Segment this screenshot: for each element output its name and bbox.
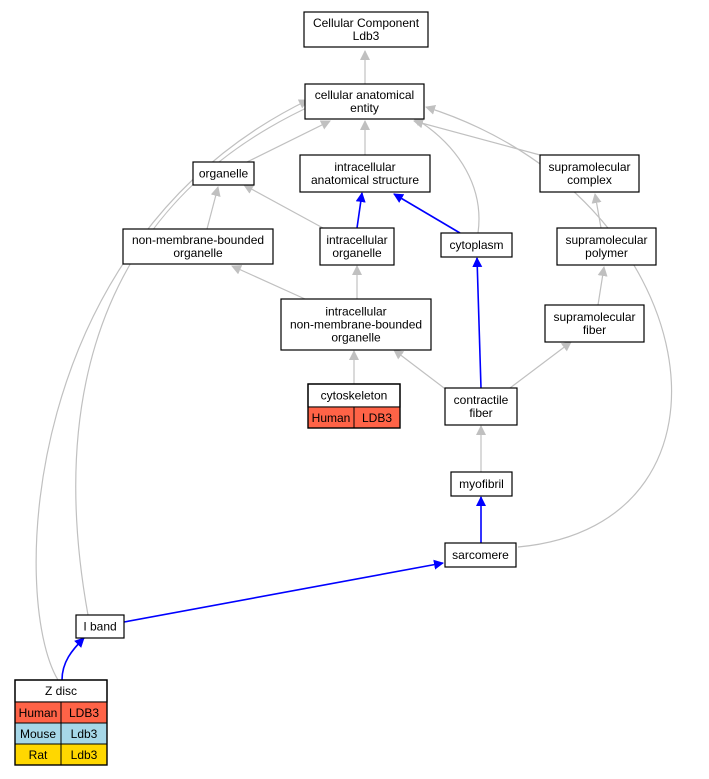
- node-label-intracellular-non-membrane-bounded-organelle-line-1: intracellular: [325, 305, 386, 319]
- node-label-intracellular-non-membrane-bounded-organelle-line-2: non-membrane-bounded: [290, 318, 422, 332]
- node-label-z-disc: Z disc: [45, 684, 77, 698]
- node-outline-cytoskeleton: [307, 383, 401, 429]
- node-label-supramolecular-fiber-line-2: fiber: [583, 323, 606, 337]
- node-label-intracellular-non-membrane-bounded-organelle-line-3: organelle: [331, 331, 381, 345]
- node-label-contractile-fiber-line-2: fiber: [469, 406, 492, 420]
- edge-intracellular-organelle-to-organelle: [243, 184, 324, 229]
- node-label-supramolecular-polymer-line-1: supramolecular: [565, 233, 647, 247]
- node-label-supramolecular-fiber-line-1: supramolecular: [553, 310, 635, 324]
- annotation-gene-mouse: Ldb3: [71, 727, 98, 741]
- annotation-species-human: Human: [19, 706, 58, 720]
- edge-intracellular-organelle-to-intracellular-anatomical-structure: [355, 192, 366, 229]
- node-label-cellular-anatomical-entity-line-1: cellular anatomical: [315, 88, 414, 102]
- node-label-cellular-component-line-2: Ldb3: [353, 29, 380, 43]
- edge-contractile-fiber-to-supramolecular-fiber: [509, 341, 572, 389]
- annotation-gene-rat: Ldb3: [71, 748, 98, 762]
- node-outline-z-disc: [14, 679, 108, 766]
- node-intracellular-non-membrane-bounded-organelle[interactable]: intracellularnon-membrane-boundedorganel…: [280, 298, 432, 351]
- edge-supramolecular-fiber-to-supramolecular-polymer: [597, 266, 608, 306]
- edge-i-band-to-sarcomere: [123, 559, 444, 623]
- edge-cytoplasm-to-cellular-anatomical-entity: [412, 116, 480, 234]
- edge-z-disc-to-cellular-anatomical-entity: [35, 99, 309, 681]
- node-label-intracellular-organelle-line-1: intracellular: [326, 233, 387, 247]
- node-label-supramolecular-polymer-line-2: polymer: [585, 246, 628, 260]
- node-sarcomere[interactable]: sarcomere: [444, 542, 517, 568]
- node-label-organelle: organelle: [199, 167, 249, 181]
- node-label-supramolecular-complex-line-1: supramolecular: [548, 160, 630, 174]
- node-label-cellular-component-line-1: Cellular Component: [313, 16, 420, 30]
- node-cytoplasm[interactable]: cytoplasm: [440, 232, 513, 258]
- node-myofibril[interactable]: myofibril: [450, 471, 513, 497]
- edge-supramolecular-complex-to-cellular-anatomical-entity: [413, 118, 541, 156]
- annotation-species-rat: Rat: [29, 748, 48, 762]
- annotation-species-mouse: Mouse: [20, 727, 56, 741]
- edge-intracellular-non-membrane-bounded-organelle-to-non-membrane-bounded-organelle: [231, 265, 306, 300]
- node-label-contractile-fiber-line-1: contractile: [454, 393, 509, 407]
- node-label-intracellular-anatomical-structure-line-1: intracellular: [334, 160, 395, 174]
- edge-non-membrane-bounded-organelle-to-organelle: [206, 186, 221, 230]
- edge-contractile-fiber-to-intracellular-non-membrane-bounded-organelle: [393, 349, 449, 392]
- edge-organelle-to-cellular-anatomical-entity: [246, 120, 331, 163]
- node-label-cytoskeleton: cytoskeleton: [321, 389, 388, 403]
- node-label-cytoplasm: cytoplasm: [449, 238, 503, 252]
- node-i-band[interactable]: I band: [75, 614, 125, 639]
- node-label-myofibril: myofibril: [459, 477, 504, 491]
- edge-i-band-to-cellular-anatomical-entity: [75, 103, 316, 616]
- node-label-non-membrane-bounded-organelle-line-1: non-membrane-bounded: [132, 233, 264, 247]
- node-label-intracellular-anatomical-structure-line-2: anatomical structure: [311, 173, 419, 187]
- annotation-gene-human: LDB3: [69, 706, 99, 720]
- edge-contractile-fiber-to-cytoplasm: [472, 257, 483, 389]
- node-label-supramolecular-complex-line-2: complex: [567, 173, 612, 187]
- annotation-gene-human: LDB3: [362, 411, 392, 425]
- node-label-sarcomere: sarcomere: [452, 548, 509, 562]
- edge-cytoplasm-to-intracellular-anatomical-structure: [393, 193, 461, 234]
- edge-supramolecular-polymer-to-supramolecular-complex: [591, 193, 602, 229]
- node-label-cellular-anatomical-entity-line-2: entity: [350, 101, 379, 115]
- node-label-i-band: I band: [83, 620, 116, 634]
- edge-z-disc-to-i-band: [61, 637, 85, 681]
- edge-sarcomere-to-cellular-anatomical-entity: [425, 104, 673, 548]
- annotation-species-human: Human: [312, 411, 351, 425]
- node-organelle[interactable]: organelle: [192, 161, 255, 186]
- node-label-intracellular-organelle-line-2: organelle: [332, 246, 382, 260]
- node-label-non-membrane-bounded-organelle-line-2: organelle: [173, 246, 223, 260]
- edges-layer: [35, 50, 673, 681]
